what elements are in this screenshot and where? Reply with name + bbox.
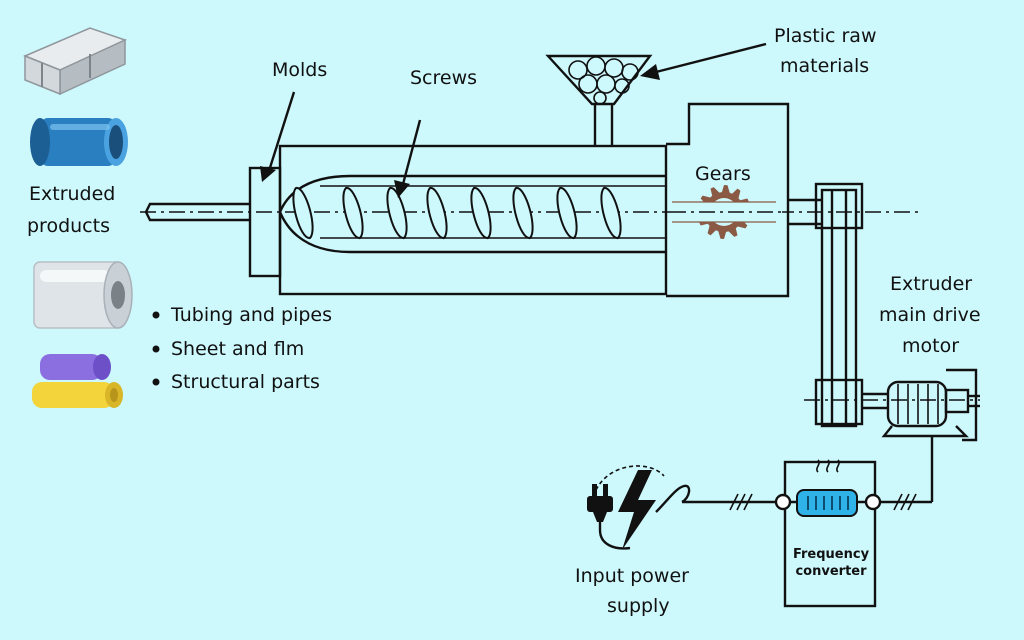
screw-flights [292,187,622,239]
lightning-icon [618,470,691,550]
screw-flight [512,187,534,239]
product-bullet-list: Tubing and pipes Sheet and flm Structura… [152,304,332,393]
frequency-label-2: converter [795,564,867,579]
molds-arrow [260,91,296,182]
motor-label-2: main drive [879,304,981,326]
frequency-converter: Frequency converter [774,459,882,608]
belt-drive [804,182,980,428]
bullet-sheet: Sheet and flm [171,338,304,360]
extruded-products-label-1: Extruded [29,183,115,205]
molds-label: Molds [272,59,327,81]
motor-label-3: motor [902,335,959,357]
plastic-tubes-icon [32,354,123,408]
power-wiring [682,493,932,511]
screws-arrow [394,119,422,198]
aluminum-profile-icon [23,27,128,96]
bullet-tubing: Tubing and pipes [170,304,332,326]
motor-icon [862,368,980,502]
screws-label: Screws [410,67,477,89]
screw-flight [386,187,408,239]
screw-flight [470,187,492,239]
plastic-raw-label-2: materials [780,55,869,77]
heat-waves-icon [816,459,840,473]
gears-label: Gears [695,163,751,185]
screw-flight [292,187,314,239]
screw-flight [556,187,578,239]
bullet-structural: Structural parts [171,371,320,393]
motor-label-1: Extruder [890,273,972,295]
blue-pipe-icon [30,118,128,166]
plastic-raw-arrow [640,42,767,80]
hopper [545,54,653,106]
input-power-label-2: supply [607,595,670,617]
screw-flight [342,187,364,239]
gear-icon [670,185,782,239]
power-plug-icon [587,465,665,550]
screw-flight [426,187,448,239]
extruder-barrel [144,102,790,298]
plastic-raw-label-1: Plastic raw [774,25,877,47]
heater-element-icon [796,489,858,517]
screw-flight [600,187,622,239]
extruded-products-label-2: products [27,215,110,237]
input-power-label-1: Input power [575,565,689,587]
frequency-label-1: Frequency [793,547,870,562]
film-roll-icon [33,261,133,329]
